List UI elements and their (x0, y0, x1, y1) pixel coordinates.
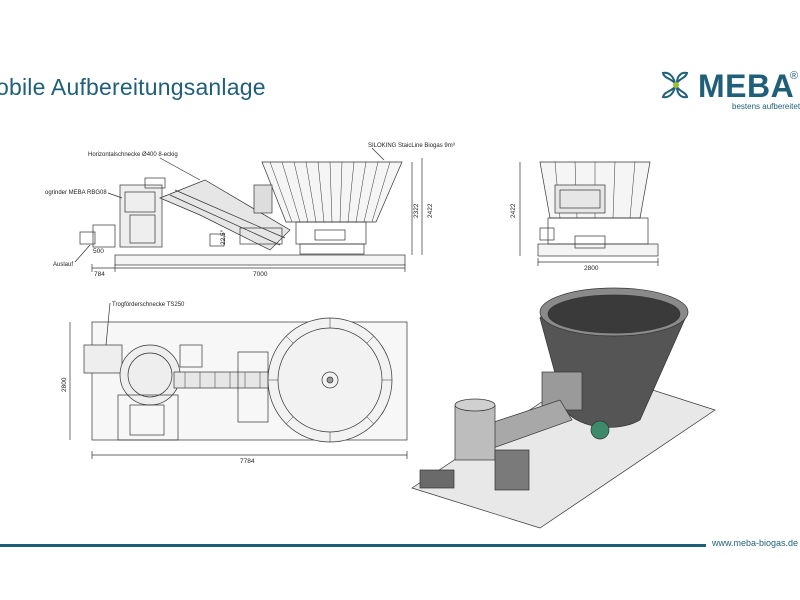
flower-logo-icon (661, 71, 689, 99)
logo-slogan: bestens aufbereitet (732, 102, 800, 111)
footer-website-link[interactable]: www.meba-biogas.de (712, 538, 799, 548)
logo-brand-text: MEBA (698, 68, 795, 104)
label-grinder: ogrinder MEBA RBG08 (45, 190, 107, 196)
dim-angle: 22,5° (219, 229, 227, 245)
dim-2322: 2322 (413, 203, 420, 218)
label-trough-screw: Trogförderschnecke TS250 (112, 302, 185, 308)
side-view (74, 147, 423, 272)
dim-500: 500 (93, 248, 104, 255)
dim-2422: 2422 (427, 203, 434, 218)
label-outlet: Auslauf (53, 262, 73, 268)
logo-registered-mark: ® (790, 70, 799, 82)
dim-2800-top: 2800 (61, 377, 68, 392)
meba-logo: MEBA ® bestens aufbereitet (660, 68, 800, 112)
page-title: obile Aufbereitungsanlage (0, 74, 266, 100)
top-view (69, 302, 408, 459)
front-view (519, 161, 659, 266)
dim-7000: 7000 (253, 271, 268, 278)
dimension-labels: 784 7000 500 22,5° 2322 2422 2422 2800 2… (61, 203, 599, 465)
footer-divider (0, 544, 706, 547)
drawing-labels: Horizontalschnecke Ø400 8-eckig SILOKING… (45, 143, 455, 308)
dim-2422-front: 2422 (510, 203, 517, 218)
isometric-view (411, 287, 716, 529)
dim-2800: 2800 (584, 265, 599, 272)
label-siloking: SILOKING StaicLine Biogas 9m³ (368, 143, 455, 149)
dim-7784: 7784 (240, 458, 255, 465)
dim-784: 784 (94, 271, 105, 278)
label-horizontal-screw: Horizontalschnecke Ø400 8-eckig (88, 152, 178, 158)
